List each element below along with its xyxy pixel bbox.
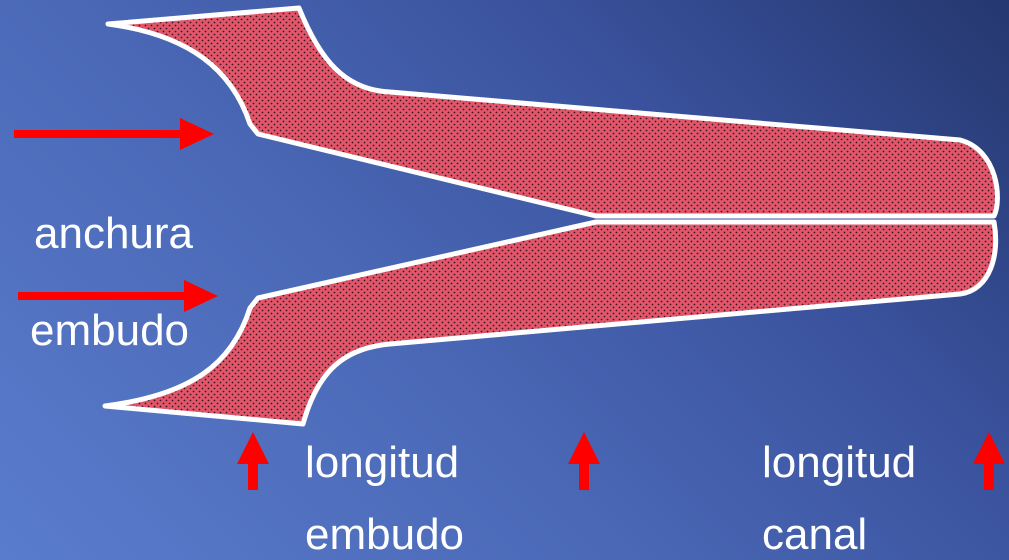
- funnel-width-label-line2: embudo: [30, 309, 189, 353]
- width-arrow-top: [14, 118, 214, 150]
- funnel-width-label-line1: anchura: [34, 212, 193, 256]
- length-arrow-funnel-start: [237, 432, 269, 490]
- upper-funnel-shape: [108, 8, 997, 216]
- lower-funnel-shape: [105, 222, 996, 424]
- length-arrow-canal-end: [973, 432, 1005, 490]
- canal-length-label-line2: canal: [762, 513, 867, 557]
- length-arrow-funnel-end: [568, 432, 600, 490]
- canal-length-label-line1: longitud: [762, 441, 916, 485]
- funnel-length-label-line2: embudo: [305, 513, 464, 557]
- funnel-length-label-line1: longitud: [305, 441, 459, 485]
